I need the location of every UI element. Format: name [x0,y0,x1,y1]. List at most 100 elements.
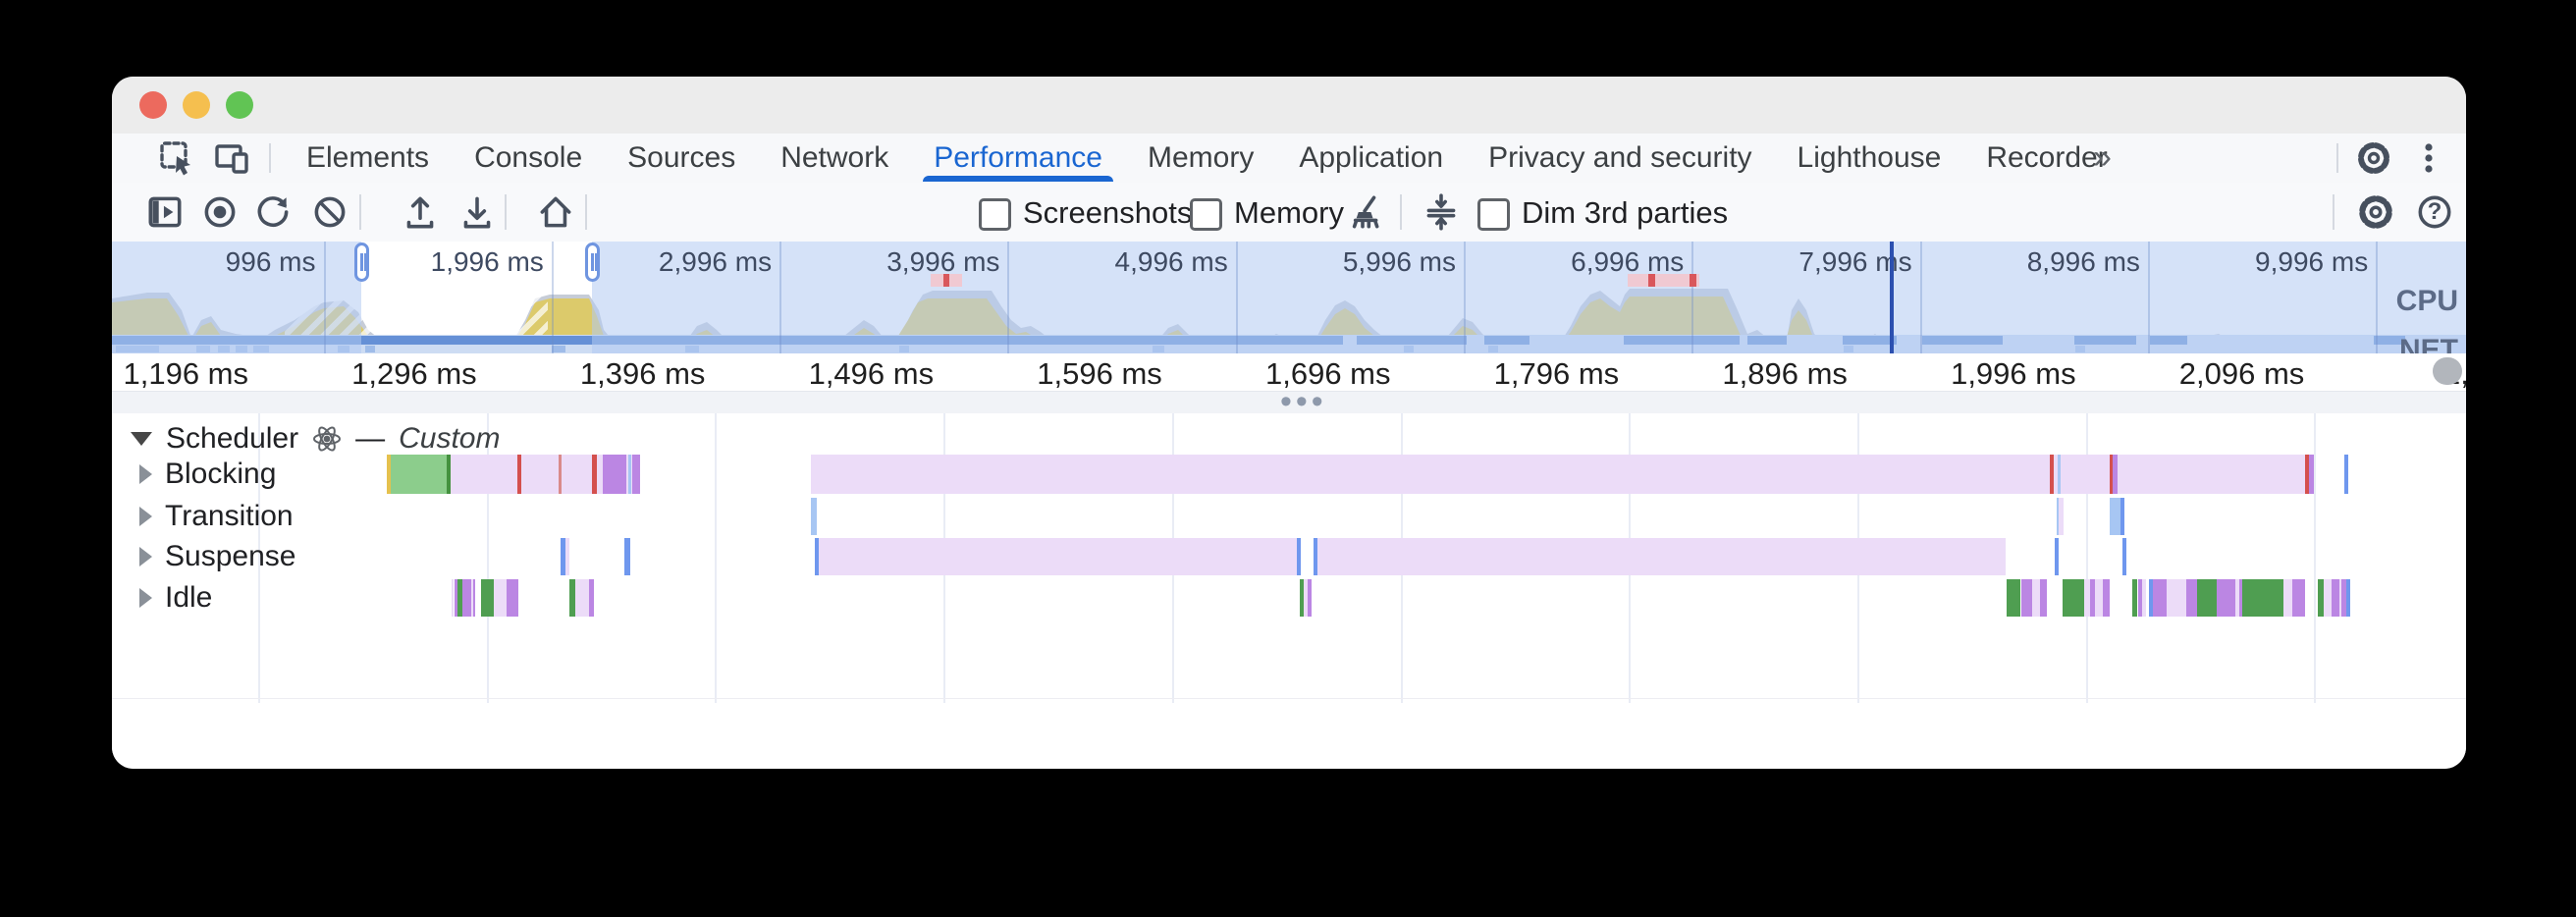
vertical-scrollbar-thumb[interactable] [2433,357,2462,385]
pane-resize-handle[interactable]: ••• [112,383,2466,420]
screenshots-checkbox[interactable] [979,198,1011,231]
expander-right-icon[interactable] [139,507,152,526]
flame-bar-blocking[interactable] [2344,455,2348,494]
flame-bar-suspense[interactable] [815,538,819,575]
garbage-collect-broom-icon[interactable] [1341,190,1384,234]
flame-bar-suspense[interactable] [565,538,569,575]
flame-bar-blocking[interactable] [447,455,451,494]
tab-recorder[interactable]: Recorder [1986,140,2108,174]
flame-bar-idle[interactable] [2217,579,2235,617]
flame-bar-idle[interactable] [2032,579,2040,617]
flame-bar-transition[interactable] [2120,498,2124,535]
flame-bar-idle[interactable] [2318,579,2324,617]
flame-bar-suspense[interactable] [819,538,1297,575]
flame-bar-idle[interactable] [2283,579,2292,617]
flame-bar-idle[interactable] [2132,579,2137,617]
inspect-element-icon[interactable] [155,136,198,180]
flame-bar-idle[interactable] [1308,579,1312,617]
flame-bar-transition[interactable] [2057,498,2059,535]
selection-handle-right[interactable] [585,243,600,282]
tab-elements[interactable]: Elements [306,140,430,174]
memory-checkbox[interactable] [1190,198,1222,231]
flame-bar-idle[interactable] [2186,579,2197,617]
track-row-blocking[interactable]: Blocking [139,458,276,491]
flame-bar-suspense[interactable] [1317,538,2006,575]
flame-bar-blocking[interactable] [628,455,631,494]
tab-sources[interactable]: Sources [627,140,736,174]
tab-network[interactable]: Network [780,140,889,174]
flame-bar-idle[interactable] [507,579,518,617]
flame-bar-idle[interactable] [2063,579,2084,617]
dim-3rd-parties-checkbox[interactable] [1477,198,1510,231]
flame-bar-suspense[interactable] [624,538,630,575]
flame-bar-idle[interactable] [2235,579,2239,617]
flame-bar-idle[interactable] [471,579,473,617]
clear-icon[interactable] [308,190,351,234]
flame-bar-idle[interactable] [2339,579,2341,617]
flame-bar-blocking[interactable] [592,455,597,494]
flame-bar-blocking[interactable] [2305,455,2309,494]
tab-application[interactable]: Application [1299,140,1444,174]
flame-bar-suspense[interactable] [561,538,565,575]
flame-bar-suspense[interactable] [1297,538,1301,575]
help-icon[interactable]: ? [2413,190,2456,234]
more-tabs-chevron-icon[interactable]: » [2093,138,2112,176]
flame-bar-idle[interactable] [2090,579,2095,617]
tab-privacy-and-security[interactable]: Privacy and security [1488,140,1752,174]
flame-bar-blocking[interactable] [603,455,626,494]
flame-bar-blocking[interactable] [517,455,521,494]
flame-bar-suspense[interactable] [2055,538,2059,575]
flame-bar-transition[interactable] [2059,498,2064,535]
flame-bar-idle[interactable] [2142,579,2146,617]
flame-bar-blocking[interactable] [387,455,391,494]
record-icon[interactable] [198,190,242,234]
expander-right-icon[interactable] [139,588,152,608]
flame-bar-idle[interactable] [452,579,454,617]
flame-bar-blocking[interactable] [2050,455,2054,494]
upload-profile-icon[interactable] [399,190,442,234]
flame-bar-idle[interactable] [569,579,575,617]
tab-lighthouse[interactable]: Lighthouse [1797,140,1942,174]
track-header-scheduler[interactable]: Scheduler—Custom [131,422,500,456]
flame-bar-blocking[interactable] [2058,455,2061,494]
flame-bar-idle[interactable] [457,579,462,617]
settings-gear-icon[interactable] [2352,136,2395,180]
flame-bar-idle[interactable] [494,579,507,617]
tab-console[interactable]: Console [474,140,583,174]
flame-bar-transition[interactable] [2110,498,2120,535]
flame-bar-suspense[interactable] [1314,538,1317,575]
tab-performance[interactable]: Performance [911,134,1125,182]
flame-bar-transition[interactable] [811,498,817,535]
collapse-flamechart-icon[interactable] [1420,190,1463,234]
flame-bar-idle[interactable] [2197,579,2217,617]
flame-bar-idle[interactable] [462,579,471,617]
flame-bar-idle[interactable] [2138,579,2142,617]
flame-bar-blocking[interactable] [2309,455,2314,494]
flame-bar-idle[interactable] [2239,579,2242,617]
expander-right-icon[interactable] [139,464,152,484]
flame-bar-idle[interactable] [1304,579,1308,617]
flame-bar-idle[interactable] [2095,579,2103,617]
flame-bar-idle[interactable] [589,579,594,617]
track-row-idle[interactable]: Idle [139,581,212,615]
track-row-suspense[interactable]: Suspense [139,540,295,573]
flame-bar-blocking[interactable] [2110,455,2113,494]
flame-bar-idle[interactable] [2324,579,2332,617]
download-profile-icon[interactable] [456,190,499,234]
flame-bar-idle[interactable] [2346,579,2350,617]
toggle-live-metrics-icon[interactable] [143,190,187,234]
flame-bar-idle[interactable] [2103,579,2110,617]
flame-bar-idle[interactable] [2040,579,2047,617]
flame-bar-idle[interactable] [1300,579,1304,617]
device-toolbar-icon[interactable] [210,136,253,180]
flame-bar-idle[interactable] [473,579,475,617]
maximize-window-button[interactable] [226,91,253,119]
flame-bar-blocking[interactable] [559,455,562,494]
flame-bar-blocking[interactable] [811,455,2314,494]
flame-bar-blocking[interactable] [2113,455,2118,494]
kebab-menu-icon[interactable] [2407,136,2450,180]
flame-bar-idle[interactable] [2084,579,2090,617]
flame-bar-idle[interactable] [2153,579,2167,617]
flame-bar-idle[interactable] [2149,579,2153,617]
